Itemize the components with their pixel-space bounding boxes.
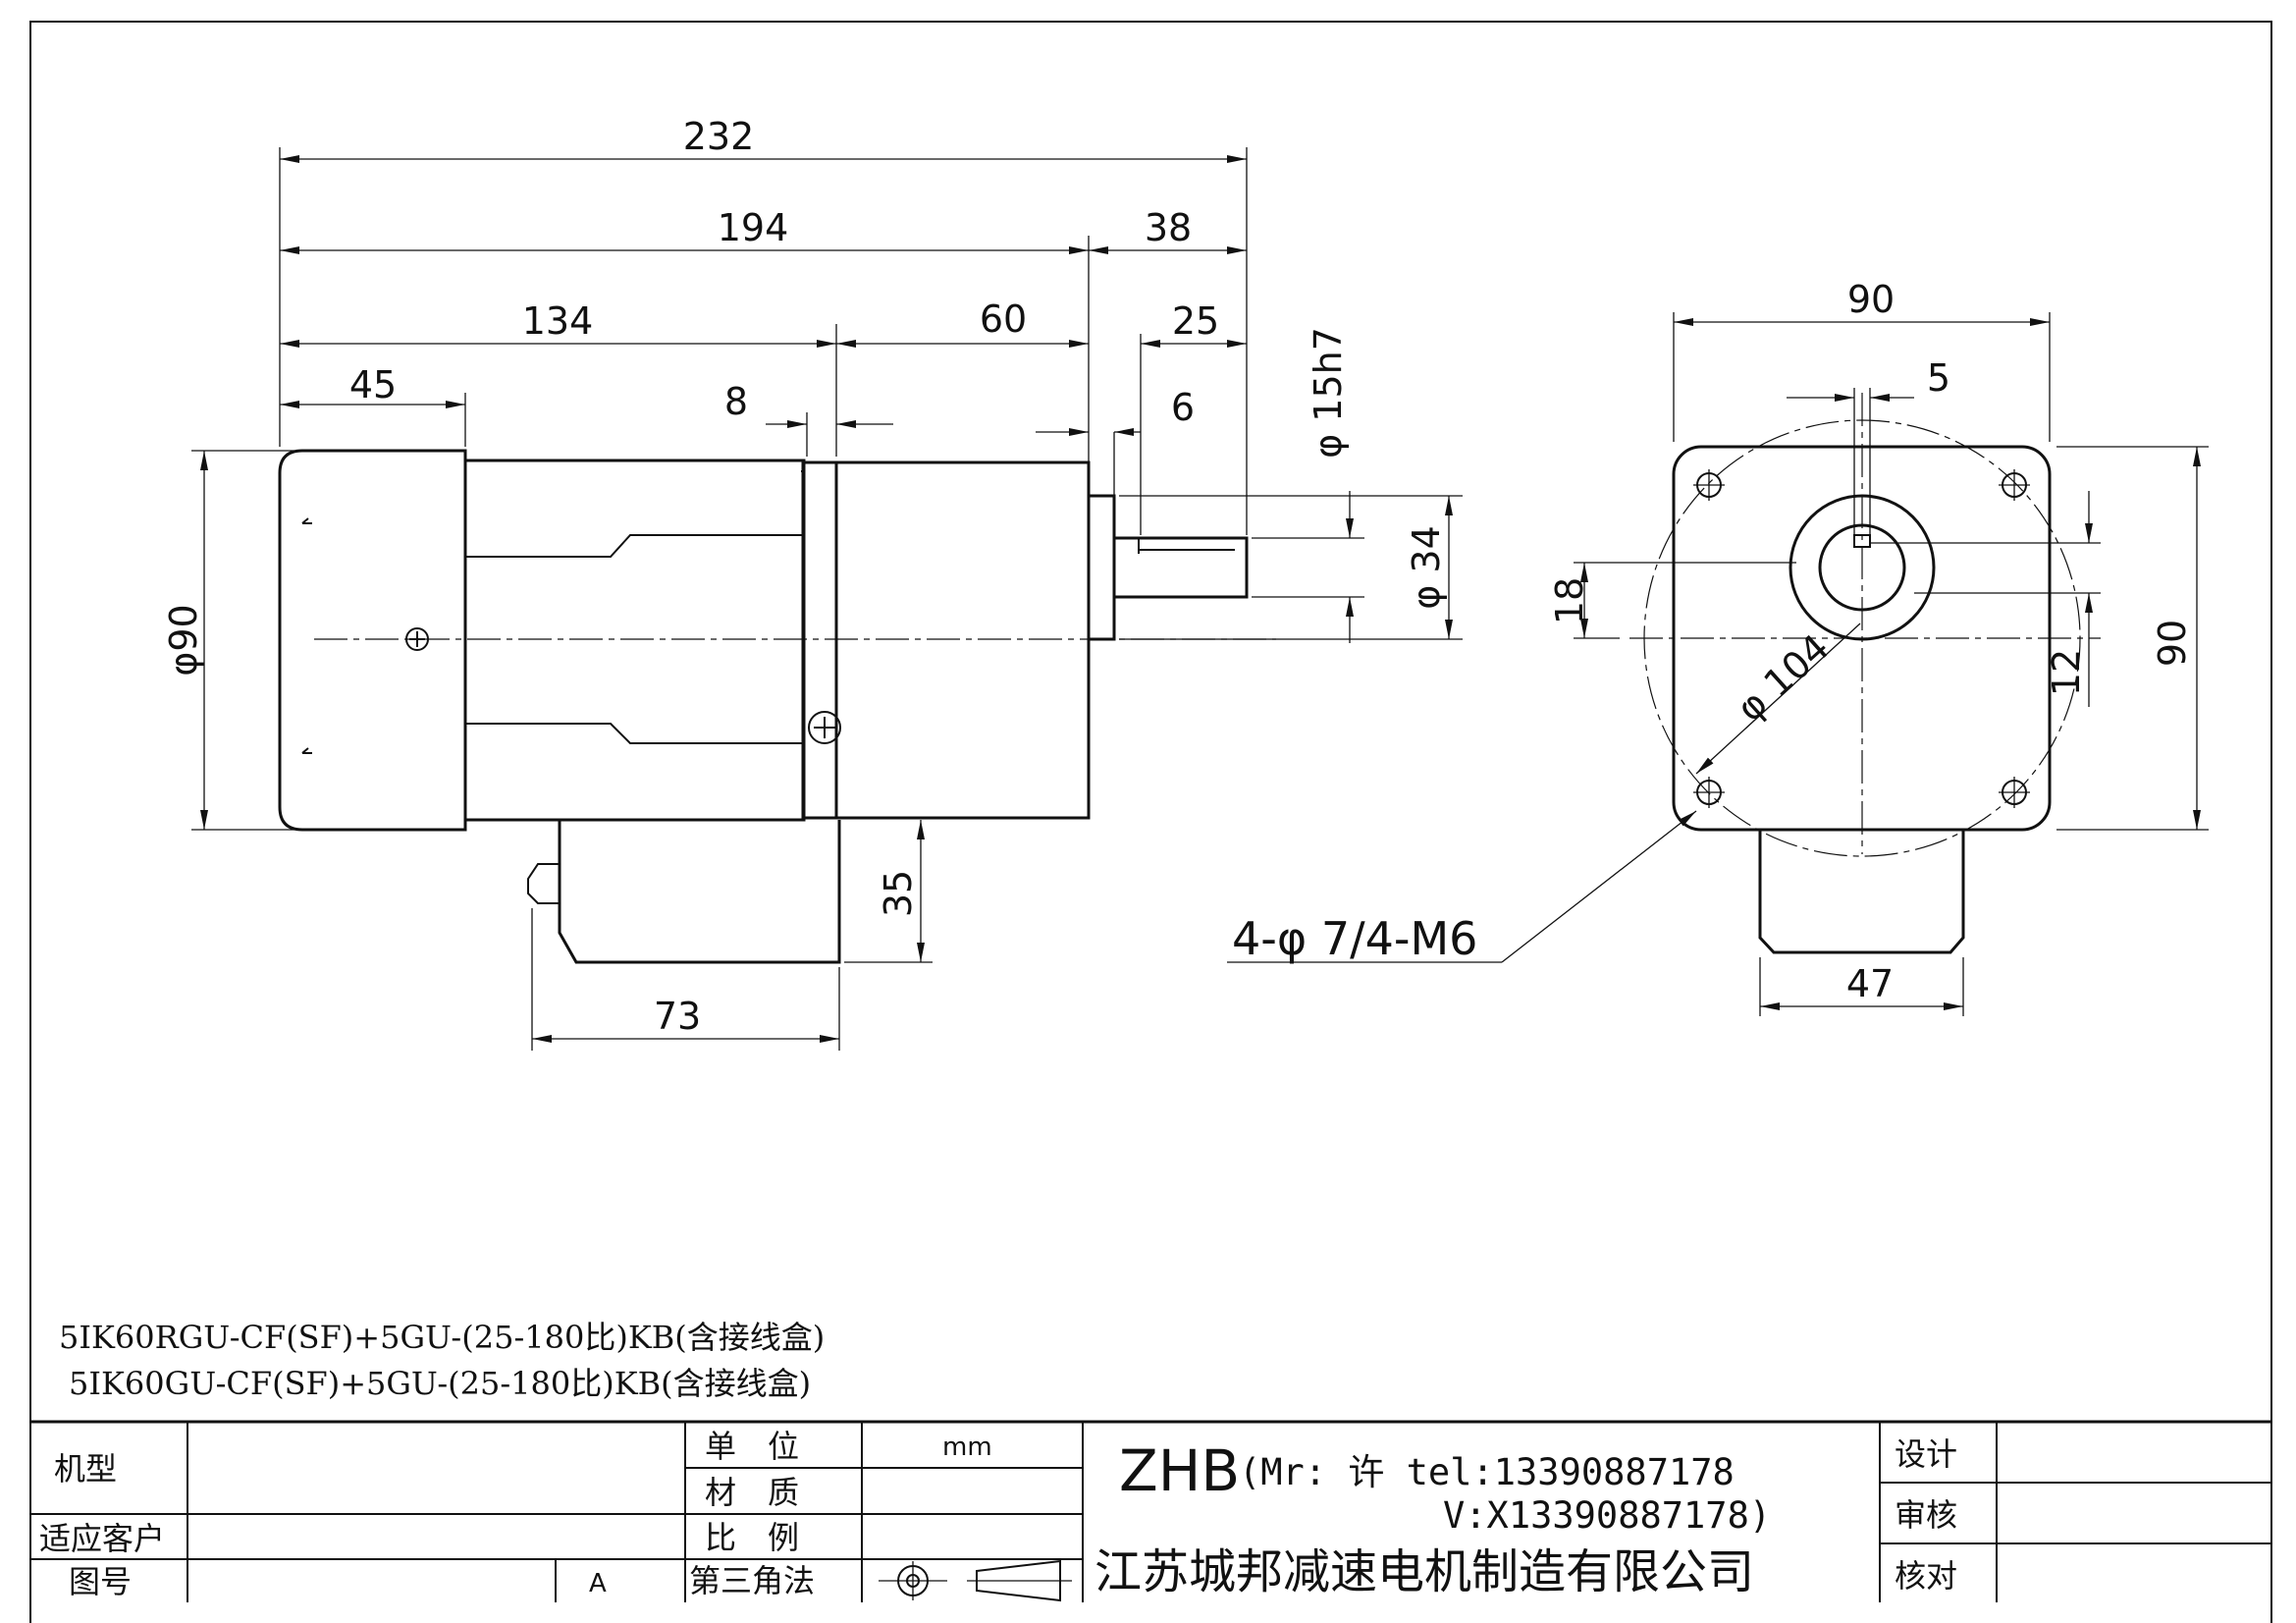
dim-73: 73	[654, 995, 701, 1038]
title-block-grid	[30, 1420, 2271, 1602]
holes-callout: 4-φ 7/4-M6	[1232, 912, 1477, 965]
front-dimensions	[1227, 312, 2209, 1016]
label-scale: 比 例	[705, 1519, 799, 1556]
contact-line-2: V:X13390887178)	[1443, 1494, 1771, 1537]
dim-18: 18	[1548, 577, 1591, 624]
label-customer: 适应客户	[39, 1520, 165, 1557]
front-view	[1629, 393, 2101, 954]
unit-value: mm	[942, 1433, 992, 1462]
label-material: 材 质	[705, 1474, 799, 1511]
dim-25: 25	[1172, 299, 1219, 343]
dim-60: 60	[980, 298, 1027, 341]
dim-6: 6	[1171, 386, 1195, 429]
dim-phi90: φ90	[162, 604, 205, 676]
label-projection: 第三角法	[689, 1562, 815, 1599]
projection-symbol-icon	[879, 1559, 1072, 1602]
dim-front-90: 90	[1847, 278, 1895, 321]
label-unit: 单 位	[705, 1428, 799, 1465]
dim-phi104: φ 104	[1729, 625, 1838, 730]
label-model: 机型	[54, 1450, 117, 1488]
side-view	[278, 449, 1276, 964]
dim-47: 47	[1846, 962, 1894, 1005]
dim-35: 35	[877, 870, 920, 917]
company-name: 江苏城邦减速电机制造有限公司	[1095, 1544, 1754, 1599]
drawing-border	[29, 21, 2272, 1623]
dim-5: 5	[1927, 356, 1950, 400]
label-check: 核对	[1895, 1557, 1957, 1595]
side-dimensions	[191, 147, 1463, 1051]
dim-phi34: φ 34	[1405, 525, 1448, 610]
model-name-1: 5IK60RGU-CF(SF)+5GU-(25-180比)KB(含接线盒)	[59, 1319, 825, 1356]
dim-phi15h7: φ 15h7	[1307, 327, 1350, 459]
model-name-2: 5IK60GU-CF(SF)+5GU-(25-180比)KB(含接线盒)	[69, 1365, 811, 1402]
dim-232: 232	[683, 115, 755, 158]
dim-134: 134	[522, 299, 594, 343]
label-review: 审核	[1895, 1496, 1957, 1534]
dim-front-height-90: 90	[2151, 620, 2194, 667]
drawing-no-rev: A	[589, 1569, 607, 1598]
contact-line-1: (Mr: 许 tel:13390887178	[1239, 1451, 1735, 1493]
dim-12: 12	[2045, 649, 2088, 696]
brand-logo: ZHB	[1119, 1437, 1240, 1504]
dim-8: 8	[724, 380, 748, 423]
dim-38: 38	[1145, 206, 1192, 249]
dim-45: 45	[349, 363, 397, 406]
dim-194: 194	[718, 206, 789, 249]
label-drawing-no: 图号	[69, 1563, 132, 1600]
label-design: 设计	[1895, 1435, 1957, 1473]
